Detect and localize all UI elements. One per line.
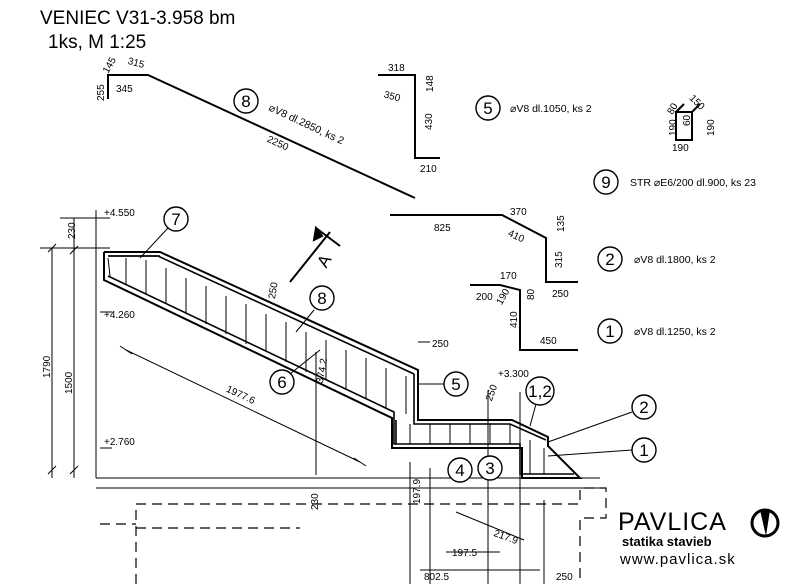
brand-website: www.pavlica.sk (619, 551, 736, 568)
position-mark-3: 3 (477, 455, 503, 481)
dim-230-bottom: 230 (310, 493, 321, 510)
stirrup-9-dim-c: 60 (682, 114, 693, 126)
dim-1790: 1790 (42, 355, 53, 378)
bar-1-schematic (470, 284, 578, 351)
drawing-title: VENIEC V31-3.958 bm (40, 8, 235, 29)
bar-2-spec: ⌀V8 dl.1800, ks 2 (634, 254, 716, 266)
bar-2-dim-f: 250 (552, 289, 569, 300)
bar-5-dim-a: 318 (388, 63, 405, 74)
position-mark-6-label: 6 (277, 373, 286, 392)
position-mark-8-label: 8 (317, 289, 326, 308)
bar-2-mark-label: 2 (605, 250, 614, 269)
section-cut-label: A (313, 251, 335, 271)
dim-217-9: 217.9 (492, 528, 520, 547)
section-cut-marker (289, 225, 341, 283)
stirrup-9-spec: STR ⌀E6/200 dl.900, ks 23 (630, 177, 756, 189)
bar-1-dim-b: 200 (476, 292, 493, 303)
bar-2-dim-d: 135 (556, 215, 567, 232)
brand-tagline: statika stavieb (622, 534, 712, 549)
position-mark-2-label: 2 (639, 398, 648, 417)
bar-5-schematic (378, 74, 440, 159)
position-mark-1-2-label: 1,2 (528, 382, 552, 401)
slope-dimension-lines (119, 341, 545, 584)
level-step: +3.300 (498, 369, 529, 380)
position-mark-6: 6 (269, 349, 321, 395)
drawing-subtitle: 1ks, M 1:25 (48, 32, 146, 53)
bar-8-dim-c: 315 (126, 56, 145, 71)
bar-5-dim-b: 350 (383, 90, 402, 105)
position-mark-1-label: 1 (639, 441, 648, 460)
brand-logo-icon (750, 508, 780, 538)
bar-2-dim-e: 315 (554, 251, 565, 268)
dim-250-small: 250 (484, 383, 500, 403)
substructure-dashed (100, 487, 607, 584)
bar-5-spec: ⌀V8 dl.1050, ks 2 (510, 103, 592, 115)
bar-5-mark (475, 95, 501, 121)
dim-802-5: 802.5 (424, 572, 449, 583)
stirrup-9-dim-e: 190 (706, 119, 717, 136)
bar-2-schematic (390, 214, 578, 283)
bar-1-dim-f: 450 (540, 336, 557, 347)
position-mark-5-label: 5 (451, 375, 460, 394)
stirrup-9-mark (593, 169, 619, 195)
bar-1-dim-c: 190 (495, 287, 513, 307)
stirrup-9-dim-f: 190 (672, 143, 689, 154)
bar-8-schematic (107, 74, 416, 199)
position-mark-5: 5 (418, 371, 469, 397)
bar-8-dim-d: 345 (116, 84, 133, 95)
bar-1-dim-e: 410 (509, 311, 520, 328)
level-lower: +2.760 (104, 437, 135, 448)
bar-2-dim-b: 370 (510, 207, 527, 218)
bar-2-dim-c: 410 (506, 228, 526, 245)
bar-1-spec: ⌀V8 dl.1250, ks 2 (634, 326, 716, 338)
dim-1500: 1500 (64, 371, 75, 394)
bar-8-mark (233, 88, 259, 114)
bar-8-dim-b: 145 (101, 55, 119, 75)
position-mark-4: 4 (447, 457, 473, 483)
beam-rebars (107, 255, 574, 475)
position-mark-1-2: 1,2 (525, 376, 555, 427)
dim-197-5: 197.5 (452, 548, 477, 559)
stirrup-9-dim-b: 150 (687, 93, 707, 113)
beam-outline (103, 251, 583, 479)
level-top: +4.550 (104, 208, 135, 219)
beam-stirrups (107, 257, 545, 474)
bar-1-mark-label: 1 (605, 322, 614, 341)
position-mark-7-label: 7 (171, 210, 180, 229)
level-upper-slope: +4.260 (104, 310, 135, 321)
dim-230-top: 230 (67, 222, 78, 239)
bar-5-dim-e: 210 (420, 164, 437, 175)
stirrup-9-dim-d: 190 (668, 119, 679, 136)
bar-2-dim-a: 825 (434, 223, 451, 234)
bar-8-dim-a: 255 (96, 84, 107, 101)
section-left-dimensions (40, 210, 600, 489)
brand-name: PAVLICA (618, 508, 727, 536)
position-mark-3-label: 3 (485, 459, 494, 478)
bar-8-dim-e: 2250 (265, 134, 290, 154)
stirrup-9-dim-a: 80 (666, 101, 681, 117)
position-mark-8: 8 (295, 285, 335, 333)
bar-1-dim-a: 170 (500, 271, 517, 282)
dim-250-step: 250 (432, 339, 449, 350)
position-mark-4-label: 4 (455, 461, 464, 480)
dim-250-bottom: 250 (556, 572, 573, 583)
position-mark-1: 1 (547, 437, 657, 463)
bar-5-dim-c: 148 (425, 75, 436, 92)
bar-1-mark (597, 318, 623, 344)
position-mark-7: 7 (139, 206, 189, 259)
dim-250-diag: 250 (267, 281, 281, 300)
bar-5-dim-d: 430 (424, 113, 435, 130)
stirrup-9-schematic (675, 103, 701, 141)
dim-1977: 1977.6 (224, 384, 257, 407)
bar-8-mark-label: 8 (241, 92, 250, 111)
dim-197-9: 197.9 (412, 479, 423, 504)
stirrup-9-mark-label: 9 (601, 173, 610, 192)
bar-5-mark-label: 5 (483, 99, 492, 118)
bar-1-dim-d: 80 (526, 288, 537, 300)
dim-374: 374.2 (315, 357, 330, 384)
bar-2-mark (597, 246, 623, 272)
position-mark-2: 2 (547, 394, 657, 443)
